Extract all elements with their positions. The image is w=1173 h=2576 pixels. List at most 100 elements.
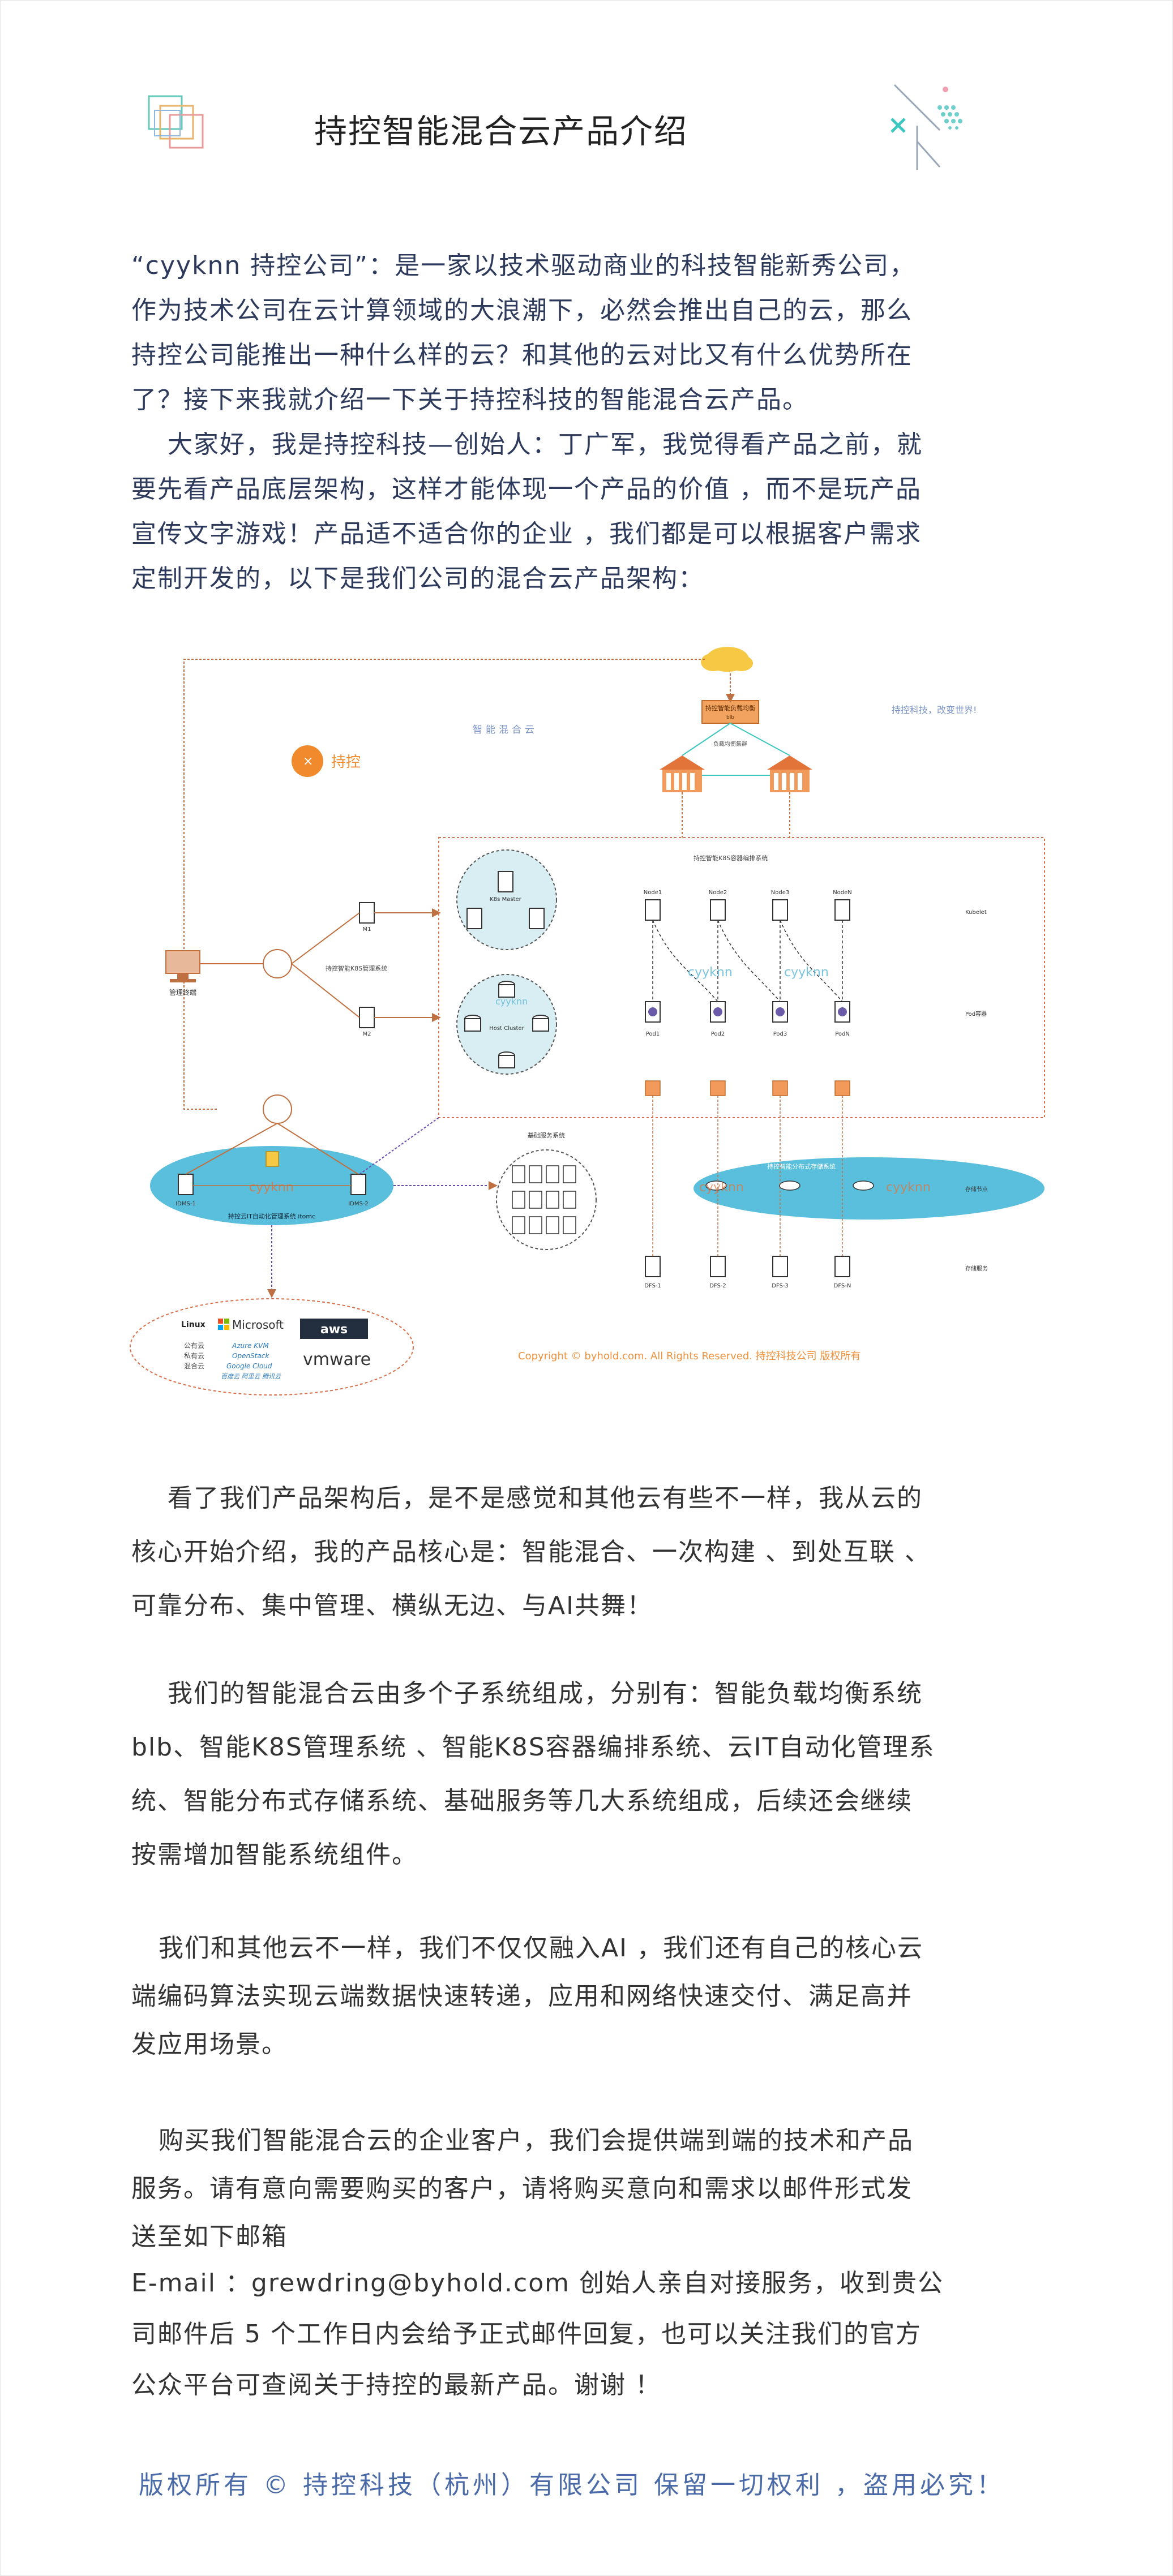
email-line[interactable]: E-mail ：grewdring@byhold.com 创始人亲自对接服务，收… [131, 2269, 944, 2298]
lb-server-icon [660, 755, 705, 792]
vendor-cn: 私有云 [184, 1352, 204, 1360]
diagram-watermark: cyyknn [688, 965, 733, 980]
switch-row [645, 1080, 850, 1096]
body-line: 统、智能分布式存储系统、基础服务等几大系统组成，后续还会继续 [131, 1787, 913, 1815]
pod-label: Pod3 [773, 1031, 787, 1037]
body-line: 送至如下邮箱 [131, 2222, 288, 2251]
footer-copyright: 版权所有 © 持控科技（杭州）有限公司 保留一切权利 ，盗用必究！ [139, 2471, 1005, 2500]
pod-label: PodN [835, 1031, 850, 1037]
idms-label: IDMS-2 [348, 1201, 369, 1207]
mgmt-terminal-label: 管理终端 [169, 988, 196, 997]
k8s-orch-label: 持控智能K8S容器编排系统 [693, 854, 768, 862]
dfs-label: DFS-2 [709, 1283, 726, 1289]
body-line: 发应用场景。 [131, 2030, 288, 2059]
dfs-label: DFS-3 [772, 1283, 789, 1289]
subsystems-paragraph: 我们的智能混合云由多个子系统组成，分别有：智能负载均衡系统 blb、智能K8S管… [131, 1667, 1082, 1882]
intro-paragraph: “cyyknn 持控公司”：是一家以技术驱动商业的科技智能新秀公司， 作为技术公… [131, 243, 1082, 601]
body-line: 可靠分布、集中管理、横纵无边、与AI共舞！ [131, 1591, 653, 1620]
intro-line: 了？接下来我就介绍一下关于持控科技的智能混合云产品。 [131, 385, 808, 414]
microsoft-logo: Microsoft [232, 1318, 284, 1332]
brand-logo-icon: × [292, 745, 323, 777]
kubelet-label: Kubelet [965, 909, 987, 916]
diagram-watermark: cyyknn [886, 1180, 931, 1195]
vendor-en: OpenStack [232, 1352, 269, 1360]
vendor-en: 百度云 阿里云 腾讯云 [221, 1373, 281, 1380]
computer-icon [165, 950, 200, 982]
intro-line: 要先看产品底层架构，这样才能体现一个产品的价值 ，而不是玩产品 [131, 475, 922, 504]
node-label: Node2 [709, 890, 727, 896]
intro-line: 宣传文字游戏！产品适不适合你的企业 ，我们都是可以根据客户需求 [131, 520, 922, 548]
load-balancer-box [701, 700, 759, 724]
hybrid-cloud-label: 智能混合云 [473, 724, 538, 736]
cloud-vendors-ellipse [130, 1298, 414, 1396]
k8s-master-label: K8s Master [490, 896, 521, 903]
storage-label: 持控智能分布式存储系统 [767, 1162, 836, 1170]
body-line: 公众平台可查阅关于持控的最新产品。谢谢 ！ [131, 2371, 661, 2399]
linux-logo: Linux [181, 1320, 206, 1329]
pod-row [645, 1001, 850, 1023]
m1-label: M1 [363, 926, 371, 933]
cloud-it-label: 持控云IT自动化管理系统 itomc [228, 1212, 315, 1220]
pod-label: Pod2 [711, 1031, 725, 1037]
body-line: 看了我们产品架构后，是不是感觉和其他云有些不一样，我从云的 [131, 1484, 923, 1513]
router-icon [263, 949, 292, 978]
storage-service-label: 存储服务 [965, 1265, 988, 1272]
k8s-region-boundary [438, 837, 1045, 1118]
intro-line: 定制开发的，以下是我们公司的混合云产品架构： [131, 564, 704, 593]
dfs-row [645, 1256, 850, 1277]
host-cluster [456, 974, 557, 1075]
company-logo-icon [148, 95, 204, 149]
ai-paragraph: 我们和其他云不一样，我们不仅仅融入AI ，我们还有自己的核心云 端编码算法实现云… [131, 1924, 1082, 2068]
m2-label: M2 [363, 1031, 371, 1037]
load-balancer-title: 持控智能负载均衡 [705, 704, 755, 712]
slogan-text: 持控科技，改变世界! [892, 705, 977, 715]
load-balancer-sub: blb [726, 715, 734, 720]
body-line: 我们和其他云不一样，我们不仅仅融入AI ，我们还有自己的核心云 [131, 1934, 924, 1963]
host-cluster-label: Host Cluster [489, 1025, 524, 1032]
pod-container-label: Pod容器 [965, 1010, 987, 1017]
vendor-cn: 混合云 [184, 1362, 204, 1370]
body-line: 核心开始介绍，我的产品核心是：智能混合、一次构建 、到处互联 、 [131, 1538, 931, 1566]
node-label: Node1 [644, 890, 662, 896]
router-icon [263, 1094, 292, 1124]
page-title: 持控智能混合云产品介绍 [314, 112, 688, 151]
intro-line: “cyyknn 持控公司”：是一家以技术驱动商业的科技智能新秀公司， [131, 251, 916, 280]
contact-paragraph: E-mail ：grewdring@byhold.com 创始人亲自对接服务，收… [131, 2258, 1082, 2411]
lb-cluster-label: 负载均衡集群 [713, 740, 747, 748]
microsoft-logo-icon [218, 1319, 229, 1330]
node-row [645, 899, 850, 921]
vendor-en: Azure KVM [232, 1342, 269, 1350]
intro-line: 大家好，我是持控科技—创始人：丁广军，我觉得看产品之前，就 [131, 430, 923, 459]
diagram-watermark: cyyknn [495, 996, 528, 1007]
m2-server-icon [359, 1007, 375, 1028]
brand-mark-icon [891, 84, 962, 170]
aws-logo: aws [320, 1323, 348, 1337]
body-line: 按需增加智能系统组件。 [131, 1840, 418, 1869]
diagram-watermark: cyyknn [249, 1180, 294, 1195]
node-label: NodeN [833, 890, 852, 896]
k8s-mgmt-label: 持控智能K8S管理系统 [326, 964, 387, 972]
intro-line: 作为技术公司在云计算领域的大浪潮下，必然会推出自己的云，那么 [131, 296, 913, 325]
diagram-copyright: Copyright © byhold.com. All Rights Reser… [518, 1350, 861, 1362]
svg-text:×: × [303, 754, 313, 768]
core-paragraph: 看了我们产品架构后，是不是感觉和其他云有些不一样，我从云的 核心开始介绍，我的产… [131, 1471, 1082, 1633]
pod-label: Pod1 [646, 1031, 660, 1037]
body-line: 司邮件后 5 个工作日内会给予正式邮件回复，也可以关注我们的官方 [131, 2320, 922, 2349]
basic-services-label: 基础服务系统 [528, 1132, 565, 1139]
diagram-watermark: cyyknn [784, 965, 829, 980]
vendor-en: Google Cloud [226, 1362, 272, 1370]
dfs-label: DFS-1 [644, 1283, 661, 1289]
vendor-cn: 公有云 [184, 1342, 204, 1350]
body-line: 购买我们智能混合云的企业客户，我们会提供端到端的技术和产品 [131, 2126, 914, 2155]
body-line: 我们的智能混合云由多个子系统组成，分别有：智能负载均衡系统 [131, 1679, 923, 1708]
storage-node-label: 存储节点 [965, 1186, 988, 1193]
purchase-paragraph: 购买我们智能混合云的企业客户，我们会提供端到端的技术和产品 服务。请有意向需要购… [131, 2116, 1082, 2261]
internet-cloud-icon [701, 647, 753, 672]
aws-logo-box [300, 1319, 368, 1339]
architecture-diagram: 持控智能负载均衡 blb 负载均衡集群 持控科技，改变世界! 智能混合云 × 持… [130, 647, 1045, 1396]
diagram-watermark: cyyknn [699, 1180, 744, 1195]
vmware-logo: vmware [303, 1350, 371, 1369]
node-label: Node3 [771, 890, 789, 896]
body-line: blb、智能K8S管理系统 、智能K8S容器编排系统、云IT自动化管理系 [131, 1733, 935, 1762]
intro-line: 持控公司能推出一种什么样的云？和其他的云对比又有什么优势所在 [131, 341, 913, 370]
